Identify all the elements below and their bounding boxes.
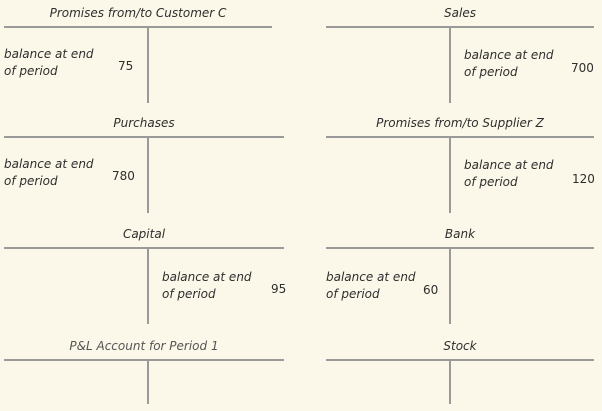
balance-value: 95 [271,282,287,296]
t-account-horizontal-rule [326,26,594,28]
balance-value: 75 [118,59,134,73]
balance-value: 780 [112,169,135,183]
account-title: Capital [122,227,166,241]
account-title: Purchases [113,116,175,130]
t-account-vertical-rule [147,248,149,324]
balance-label-line1: balance at end [162,270,252,284]
balance-label: balance at end of period [464,47,554,81]
t-account-horizontal-rule [4,136,284,138]
t-account-bank: Bank balance at end of period 60 [326,227,594,327]
balance-label: balance at end of period [326,269,416,303]
balance-label-line2: of period [4,64,58,78]
balance-label: balance at end of period [4,46,94,80]
balance-label-line1: balance at end [464,158,554,172]
t-account-vertical-rule [147,27,149,103]
account-title: P&L Account for Period 1 [69,339,219,353]
balance-label-line2: of period [162,287,216,301]
account-title: Bank [444,227,476,241]
account-title: Sales [444,6,476,20]
t-account-sales: Sales balance at end of period 700 [326,6,594,106]
t-account-vertical-rule [147,360,149,404]
balance-label: balance at end of period [4,156,94,190]
balance-label-line2: of period [464,65,518,79]
t-account-stock: Stock [326,339,594,409]
t-account-horizontal-rule [4,26,272,28]
balance-label-line1: balance at end [326,270,416,284]
t-account-horizontal-rule [4,359,284,361]
balance-value: 700 [571,61,594,75]
t-account-vertical-rule [449,360,451,404]
t-account-vertical-rule [449,248,451,324]
t-account-pl-period-1: P&L Account for Period 1 [4,339,284,409]
balance-value: 60 [423,283,439,297]
t-account-customer-c: Promises from/to Customer C balance at e… [4,6,272,106]
t-account-vertical-rule [449,137,451,213]
t-account-horizontal-rule [326,359,594,361]
t-account-vertical-rule [147,137,149,213]
balance-value: 120 [572,172,595,186]
balance-label-line2: of period [464,175,518,189]
t-account-horizontal-rule [4,247,284,249]
t-account-capital: Capital balance at end of period 95 [4,227,287,327]
account-title: Stock [443,339,477,353]
t-account-supplier-z: Promises from/to Supplier Z balance at e… [326,116,595,216]
balance-label-line1: balance at end [4,157,94,171]
t-account-purchases: Purchases balance at end of period 780 [4,116,284,216]
balance-label: balance at end of period [162,269,252,303]
balance-label: balance at end of period [464,157,554,191]
t-account-horizontal-rule [326,247,594,249]
t-account-vertical-rule [449,27,451,103]
balance-label-line2: of period [326,287,380,301]
balance-label-line1: balance at end [4,47,94,61]
balance-label-line2: of period [4,174,58,188]
account-title: Promises from/to Supplier Z [376,116,544,130]
t-account-horizontal-rule [326,136,594,138]
account-title: Promises from/to Customer C [49,6,227,20]
balance-label-line1: balance at end [464,48,554,62]
